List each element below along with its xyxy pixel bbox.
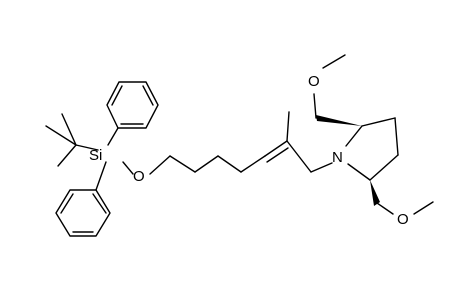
lower-phenyl-ring xyxy=(55,189,111,237)
si-bonds xyxy=(95,127,171,191)
stereo-wedges xyxy=(316,115,380,206)
alkenyl-chain xyxy=(169,111,333,173)
lower-methoxy-oxygen-label: O xyxy=(397,211,409,228)
methoxymethyl-groups xyxy=(313,54,434,215)
silicon-atom-label: Si xyxy=(89,147,102,164)
nitrogen-atom-label: N xyxy=(332,149,343,166)
upper-phenyl-ring xyxy=(106,81,159,129)
silyl-oxygen-label: O xyxy=(133,168,145,185)
pyrrolidine-ring xyxy=(345,117,399,181)
upper-methoxy-oxygen-label: O xyxy=(308,73,320,90)
tert-butyl-group xyxy=(45,113,99,167)
